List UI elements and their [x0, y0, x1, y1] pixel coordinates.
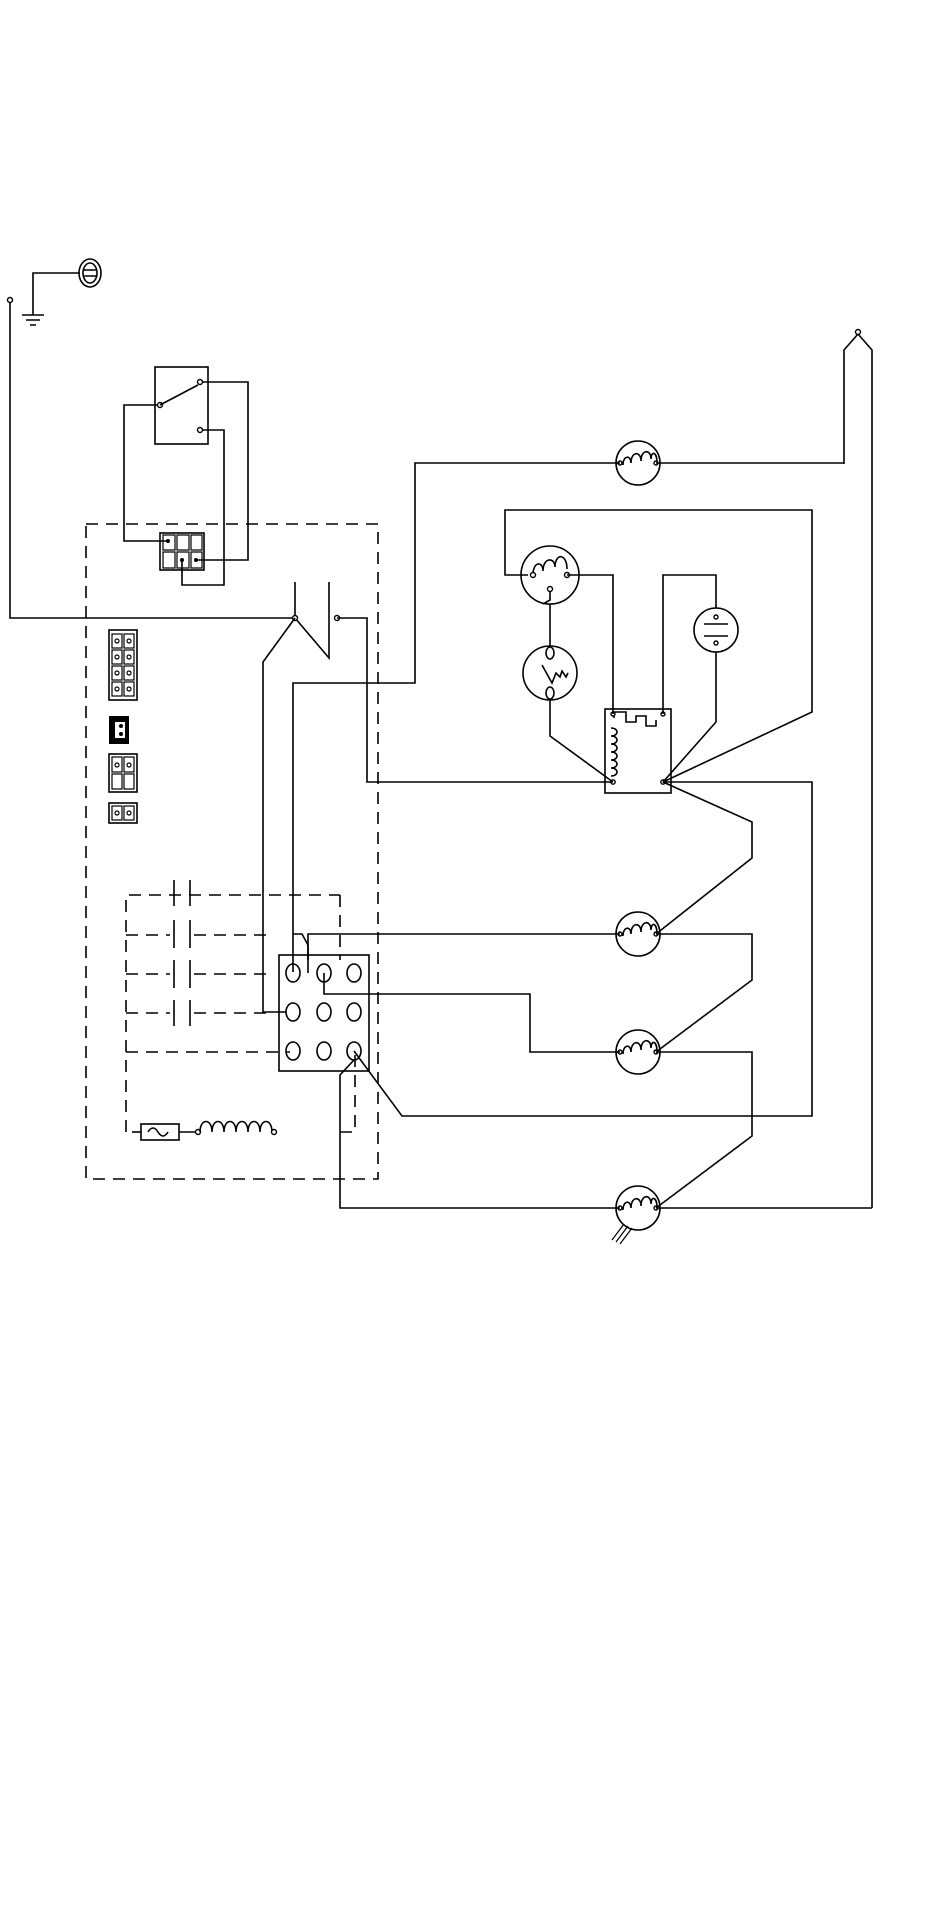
thermostat-terminal [844, 330, 872, 1209]
pin-connector-8 [109, 630, 137, 700]
motor-winding-2 [616, 912, 660, 956]
ground-symbol [22, 273, 80, 325]
pin-connector-2 [109, 803, 137, 823]
rocker-switch [155, 367, 208, 444]
motor-winding-4 [616, 1186, 660, 1230]
choke-coil [132, 1122, 277, 1141]
door-switch [293, 582, 340, 658]
relay-module [605, 709, 671, 793]
grounding-lug [79, 259, 101, 287]
pin-connector-4 [109, 754, 137, 792]
control-panel-enclosure [86, 524, 378, 1179]
motor-winding-1 [616, 441, 660, 485]
pin-connector-black [109, 716, 129, 744]
thermal-protector [523, 646, 577, 700]
capacitor-bank [126, 880, 355, 1132]
indicator-lamp [694, 608, 738, 652]
supply-terminal [8, 298, 294, 619]
motor-winding-3 [616, 1030, 660, 1074]
switch-wiring [124, 382, 248, 585]
ground-hatch [612, 1224, 632, 1244]
